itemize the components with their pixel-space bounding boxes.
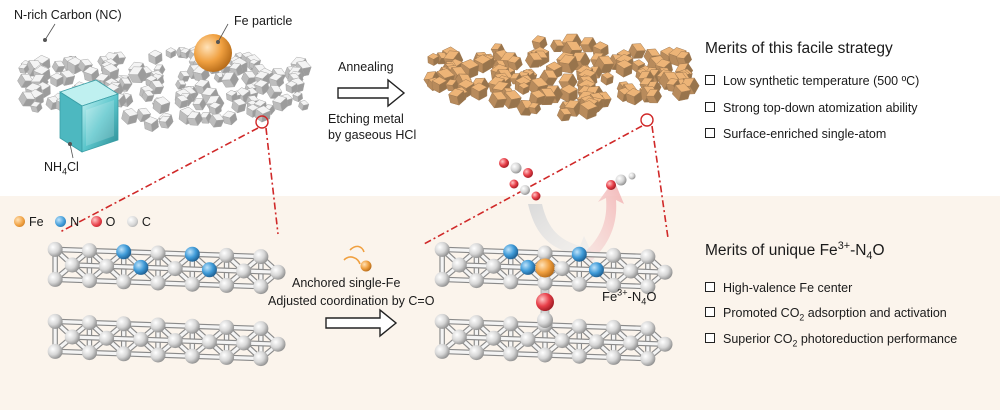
fe-n4o-lattice-bottom (434, 313, 673, 367)
fe-sa-cube-pile (423, 33, 700, 122)
legend-item-o: O (90, 215, 115, 229)
product-molecule (606, 172, 636, 190)
site-label: Fe3+-N4O (602, 287, 657, 307)
checkbox-icon (705, 75, 715, 85)
nh4cl-cube (59, 79, 119, 153)
merits-unique-title: Merits of unique Fe3+-N4O (705, 239, 885, 263)
merits-strategy-item-3: Surface-enriched single-atom (705, 127, 886, 141)
fe-n4o-lattice-top (434, 241, 673, 295)
single-fe-icon (343, 245, 372, 272)
n-atom-icon (55, 216, 67, 227)
nc-lattice-bottom (47, 313, 286, 367)
merits-strategy-title: Merits of this facile strategy (705, 40, 893, 57)
annealing-label: Annealing (338, 60, 394, 74)
etching-label-line2: by gaseous HCl (328, 128, 417, 142)
product-out-arrow (580, 180, 624, 262)
checkbox-icon (705, 333, 715, 343)
legend-item-fe: Fe (14, 215, 44, 229)
checkbox-icon (705, 128, 715, 138)
merits-unique-item-2: Promoted CO2 adsorption and activation (705, 306, 947, 322)
carbonyl-pillar (536, 281, 554, 328)
o-atom-icon (90, 216, 102, 227)
nh4cl-label: NH4Cl (44, 160, 79, 177)
process-arrows (325, 78, 406, 338)
legend-item-c: C (126, 215, 151, 229)
anchored-label: Anchored single-Fe (292, 276, 401, 290)
nc-label: N-rich Carbon (NC) (14, 8, 122, 22)
etching-label-line1: Etching metal (328, 112, 404, 126)
fe-atom-icon (14, 216, 25, 227)
co2-molecule (499, 158, 533, 178)
merits-unique-item-3: Superior CO2 photoreduction performance (705, 332, 957, 348)
checkbox-icon (705, 282, 715, 292)
atom-legend: Fe N O C (14, 215, 151, 229)
checkbox-icon (705, 307, 715, 317)
merits-unique-item-1: High-valence Fe center (705, 281, 852, 295)
co2-molecule-2 (509, 179, 541, 201)
zoom-lines (59, 113, 669, 245)
merits-strategy-item-1: Low synthetic temperature (500 ºC) (705, 74, 919, 88)
legend-item-n: N (55, 215, 79, 229)
fe-particle-sphere (194, 34, 232, 72)
annealing-arrow (337, 78, 406, 108)
c-atom-icon (126, 216, 138, 227)
coordination-arrow (325, 308, 398, 338)
adjusted-label: Adjusted coordination by C=O (268, 294, 435, 308)
bottom-band (0, 196, 1000, 410)
nc-lattice-top (47, 241, 286, 295)
callout-lines (43, 23, 229, 159)
nc-cube-pile (17, 45, 312, 133)
fe-particle-label: Fe particle (234, 14, 293, 28)
checkbox-icon (705, 102, 715, 112)
merits-strategy-item-2: Strong top-down atomization ability (705, 101, 918, 115)
